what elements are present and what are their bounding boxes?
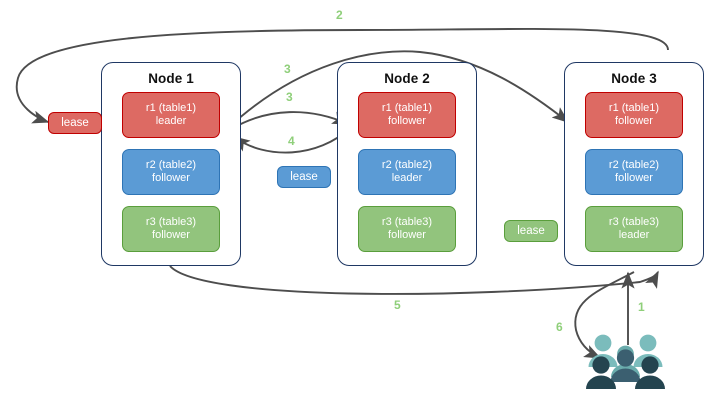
node-title-node-1: Node 1	[148, 71, 194, 86]
replica-n3-r2[interactable]: r2 (table2) follower	[585, 149, 683, 195]
lease-badge-green[interactable]: lease	[504, 220, 558, 242]
users-group-icon	[586, 334, 665, 389]
replica-n3-r1-name: r1 (table1)	[608, 101, 660, 114]
replica-n3-r3[interactable]: r3 (table3) leader	[585, 206, 683, 252]
replica-n2-r1-name: r1 (table1)	[381, 101, 433, 114]
lease-badge-blue-label: lease	[290, 171, 318, 183]
replica-n2-r1-role: follower	[388, 115, 426, 127]
node-box-node-2[interactable]: Node 2 r1 (table1) follower r2 (table2) …	[337, 62, 477, 266]
step-label-2: 2	[336, 8, 343, 22]
replica-n2-r2[interactable]: r2 (table2) leader	[358, 149, 456, 195]
replica-n3-r3-name: r3 (table3)	[608, 215, 660, 228]
replica-n2-r3[interactable]: r3 (table3) follower	[358, 206, 456, 252]
replica-n1-r1-name: r1 (table1)	[145, 101, 197, 114]
replica-n2-r2-name: r2 (table2)	[381, 158, 433, 171]
step-label-3-lower: 3	[286, 90, 293, 104]
node-box-node-1[interactable]: Node 1 r1 (table1) leader r2 (table2) fo…	[101, 62, 241, 266]
replica-n3-r3-role: leader	[618, 229, 650, 241]
replica-n2-r3-name: r3 (table3)	[381, 215, 433, 228]
step-label-4: 4	[288, 134, 295, 148]
lease-badge-blue[interactable]: lease	[277, 166, 331, 188]
step-label-1: 1	[638, 300, 645, 314]
lease-badge-red[interactable]: lease	[48, 112, 102, 134]
edge-step-3-to-node2	[227, 111, 350, 132]
replica-n2-r1[interactable]: r1 (table1) follower	[358, 92, 456, 138]
replica-n1-r1[interactable]: r1 (table1) leader	[122, 92, 220, 138]
node-title-node-2: Node 2	[384, 71, 430, 86]
replica-n1-r2-name: r2 (table2)	[145, 158, 197, 171]
step-label-5: 5	[394, 298, 401, 312]
replica-n1-r2[interactable]: r2 (table2) follower	[122, 149, 220, 195]
node-title-node-3: Node 3	[611, 71, 657, 86]
replica-n3-r2-name: r2 (table2)	[608, 158, 660, 171]
lease-badge-red-label: lease	[61, 117, 89, 129]
users-front-row-icon	[586, 356, 665, 389]
replica-n2-r2-role: leader	[391, 172, 423, 184]
step-label-6: 6	[556, 320, 563, 334]
replica-n1-r3[interactable]: r3 (table3) follower	[122, 206, 220, 252]
step-label-3-upper: 3	[284, 62, 291, 76]
replica-n3-r1[interactable]: r1 (table1) follower	[585, 92, 683, 138]
lease-badge-green-label: lease	[517, 225, 545, 237]
replica-n1-r3-name: r3 (table3)	[145, 215, 197, 228]
edge-step-5	[169, 265, 659, 295]
replica-n1-r2-role: follower	[152, 172, 190, 184]
replica-n2-r3-role: follower	[388, 229, 426, 241]
replica-n1-r3-role: follower	[152, 229, 190, 241]
replica-n1-r1-role: leader	[155, 115, 187, 127]
replica-n3-r2-role: follower	[615, 172, 653, 184]
node-box-node-3[interactable]: Node 3 r1 (table1) follower r2 (table2) …	[564, 62, 704, 266]
replica-n3-r1-role: follower	[615, 115, 653, 127]
